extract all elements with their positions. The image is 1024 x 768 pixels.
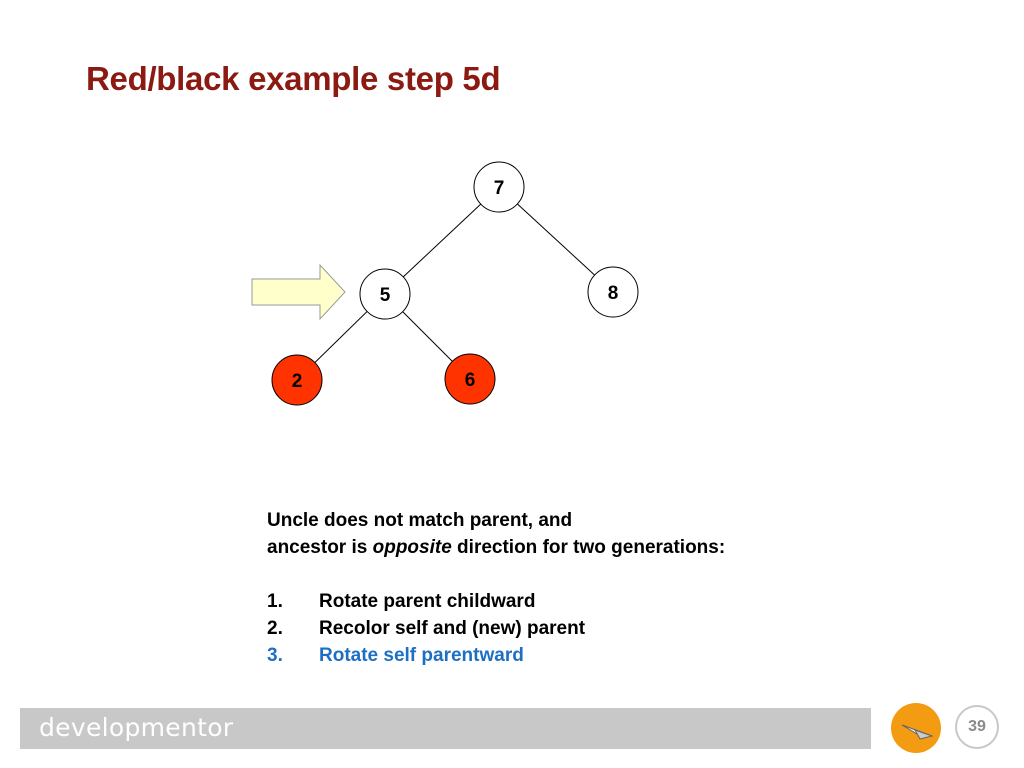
brand-name: developmentor xyxy=(39,713,234,742)
step-3: 3. Rotate self parentward xyxy=(267,642,725,669)
node-label: 2 xyxy=(292,371,303,392)
explanation-line-2: ancestor is opposite direction for two g… xyxy=(267,534,725,561)
step-text: Rotate parent childward xyxy=(319,591,536,612)
step-1: 1. Rotate parent childward xyxy=(267,588,725,615)
step-text: Recolor self and (new) parent xyxy=(319,618,586,639)
explanation-text: Uncle does not match parent, and ancesto… xyxy=(267,507,725,669)
tree-node-5: 5 xyxy=(359,268,411,320)
step-2: 2. Recolor self and (new) parent xyxy=(267,615,725,642)
footer-bar: developmentor xyxy=(20,708,871,749)
node-label: 6 xyxy=(465,370,476,391)
node-label: 7 xyxy=(494,178,505,199)
explanation-emphasis: opposite xyxy=(372,537,452,558)
step-number: 1. xyxy=(267,591,283,612)
tree-node-8: 8 xyxy=(587,266,639,318)
explanation-line-1: Uncle does not match parent, and xyxy=(267,510,573,531)
tree-node-2: 2 xyxy=(271,354,323,406)
tree-node-6: 6 xyxy=(444,353,496,405)
tree-edge-n7-n8 xyxy=(498,186,614,293)
node-circle xyxy=(359,268,411,320)
node-label: 8 xyxy=(608,283,619,304)
explanation-line-2-suffix: direction for two generations: xyxy=(451,537,726,558)
node-label: 5 xyxy=(380,285,391,306)
node-circle xyxy=(587,266,639,318)
current-node-arrow xyxy=(251,263,346,321)
node-circle xyxy=(444,353,496,405)
tree-edge-n7-n5 xyxy=(384,186,500,295)
step-number: 2. xyxy=(267,618,283,639)
slide-title: Red/black example step 5d xyxy=(86,60,501,97)
node-circle xyxy=(271,354,323,406)
node-circle xyxy=(473,161,525,213)
paper-plane-icon xyxy=(891,703,941,753)
explanation-line-2-prefix: ancestor is xyxy=(267,537,373,558)
step-number: 3. xyxy=(267,645,283,666)
tree-node-7: 7 xyxy=(473,161,525,213)
step-text: Rotate self parentward xyxy=(319,645,524,666)
page-number: 39 xyxy=(955,705,999,749)
